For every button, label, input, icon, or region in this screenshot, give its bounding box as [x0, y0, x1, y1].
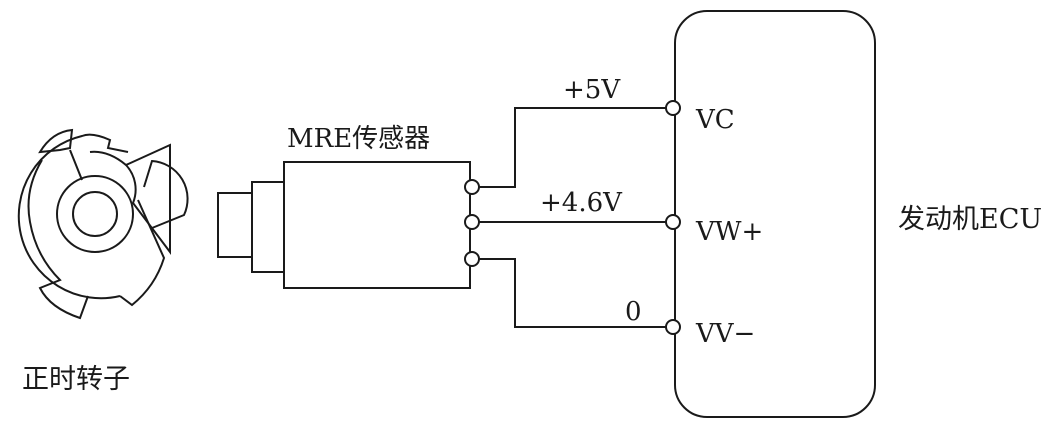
wire-vv-minus	[479, 258, 666, 328]
pin-label-vv: VV−	[695, 319, 755, 349]
pin-label-vw: VW+	[695, 217, 763, 247]
voltage-label-vc: +5V	[563, 75, 621, 105]
voltage-label-vw: +4.6V	[540, 188, 623, 218]
voltage-label-vv: 0	[625, 297, 642, 327]
ecu-terminal-vv	[665, 319, 681, 335]
sensor-terminal-1	[464, 179, 480, 195]
pin-label-vc: VC	[695, 105, 735, 135]
ecu-terminal-vc	[665, 100, 681, 116]
ecu-label: 发动机ECU	[898, 204, 1042, 235]
timing-rotor-icon	[17, 128, 189, 320]
mre-sensor	[217, 161, 471, 289]
sensor-terminal-3	[464, 251, 480, 267]
wiring	[479, 107, 666, 328]
sensor-label: MRE传感器	[287, 124, 430, 154]
ecu-box	[674, 10, 876, 418]
rotor-label: 正时转子	[22, 364, 130, 395]
wire-vc	[479, 107, 666, 188]
ecu-terminal-vw	[665, 214, 681, 230]
sensor-terminal-2	[464, 214, 480, 230]
